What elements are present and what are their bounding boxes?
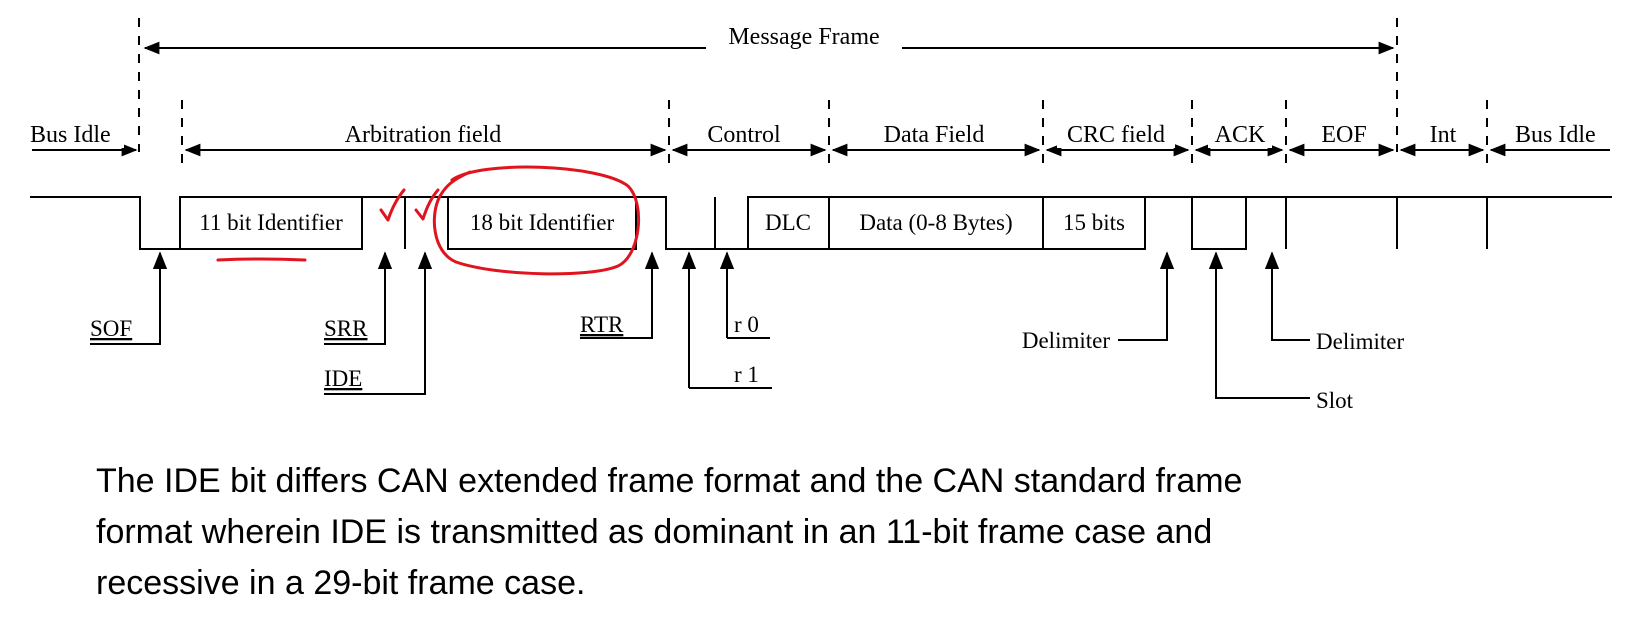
- message-frame-label-bg: [706, 22, 902, 52]
- r1-pointer: [689, 253, 772, 389]
- caption-line-3: recessive in a 29-bit frame case.: [96, 564, 586, 602]
- waveform-ack: [1191, 197, 1247, 250]
- bit-labels: SOF SRR IDE RTR r 0 r 1 Delimiter Delimi…: [90, 312, 1404, 413]
- sof-label: SOF: [90, 316, 132, 341]
- ide-pointer: [324, 251, 433, 395]
- arbitration-field-label: Arbitration field: [345, 122, 502, 148]
- underline-annotation: [216, 257, 307, 262]
- ide-label: IDE: [324, 366, 362, 391]
- ack-field-label: ACK: [1215, 122, 1266, 148]
- can-frame-diagram: Message Frame Bus Idle Arbitration field…: [28, 18, 1612, 413]
- r0-pointer: [727, 253, 770, 339]
- r0-label: r 0: [734, 312, 759, 337]
- bus-idle-right-label: Bus Idle: [1515, 122, 1596, 148]
- bit-boxes: [179, 196, 1488, 250]
- checkmark-srr: [379, 188, 406, 222]
- caption-line-2: format wherein IDE is transmitted as dom…: [96, 513, 1213, 551]
- crc-delimiter-pointer: [1118, 251, 1175, 341]
- id11-label: 11 bit Identifier: [199, 210, 343, 235]
- dlc-label: DLC: [765, 210, 811, 235]
- slot-label: Slot: [1316, 388, 1354, 413]
- eof-field-label: EOF: [1321, 122, 1366, 148]
- box-labels: 11 bit Identifier 18 bit Identifier DLC …: [199, 210, 1125, 235]
- field-label-backgrounds: [28, 120, 1612, 148]
- caption: The IDE bit differs CAN extended frame f…: [96, 456, 1596, 609]
- crc-delimiter-label: Delimiter: [1022, 328, 1110, 353]
- id11-box: [179, 196, 363, 250]
- rtr-label: RTR: [580, 312, 624, 337]
- r1-label: r 1: [734, 362, 759, 387]
- id18-box: [447, 196, 637, 250]
- handwritten-annotations: [216, 165, 641, 276]
- crc-bits-label: 15 bits: [1063, 210, 1125, 235]
- message-frame-label: Message Frame: [728, 24, 879, 50]
- circle-18bit-annotation: [432, 165, 641, 276]
- crc-box: [1042, 196, 1146, 250]
- int-field-label: Int: [1430, 122, 1457, 148]
- data-field-label: Data Field: [884, 122, 985, 148]
- checkmark-ide: [414, 188, 440, 221]
- caption-line-1: The IDE bit differs CAN extended frame f…: [96, 462, 1243, 500]
- rtr-pointer: [580, 251, 660, 339]
- slot-pointer: [1208, 251, 1310, 399]
- srr-pointer: [324, 251, 393, 345]
- bit-pointers: [90, 251, 1310, 399]
- field-labels: Bus Idle Arbitration field Control Data …: [30, 122, 1596, 148]
- crc-field-label: CRC field: [1067, 122, 1165, 148]
- data-bytes-label: Data (0-8 Bytes): [859, 210, 1012, 235]
- control-field-label: Control: [707, 122, 781, 148]
- bus-idle-left-label: Bus Idle: [30, 122, 111, 148]
- srr-label: SRR: [324, 316, 368, 341]
- field-boundaries: [138, 18, 1488, 170]
- ack-delimiter-label: Delimiter: [1316, 329, 1404, 354]
- id18-label: 18 bit Identifier: [470, 210, 615, 235]
- sof-pointer: [90, 251, 168, 345]
- ack-delimiter-pointer: [1264, 251, 1310, 341]
